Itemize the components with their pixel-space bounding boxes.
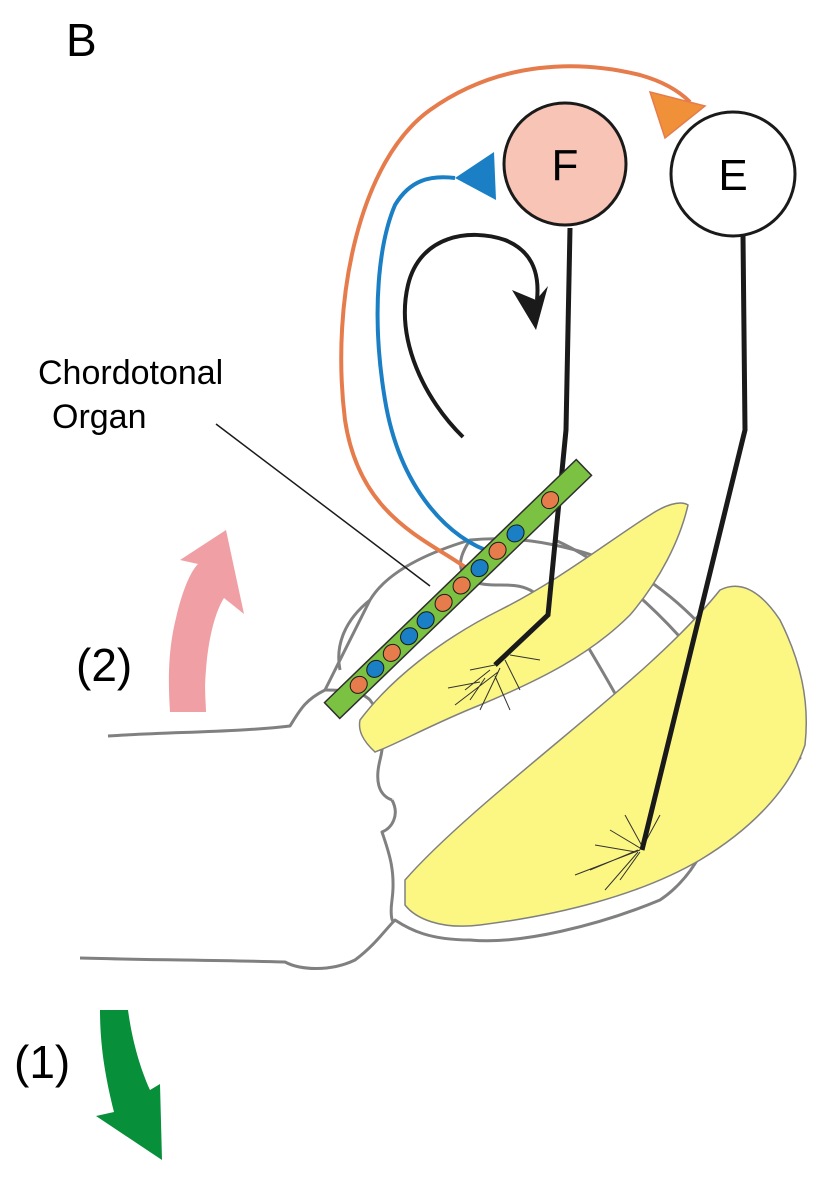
flexor-neuron-label: F [552, 141, 579, 190]
extensor-neuron-label: E [718, 151, 747, 200]
blue-sensory-pathway [378, 152, 496, 553]
blue-arrowhead [455, 152, 496, 200]
panel-label: B [66, 14, 97, 66]
step-label-2: (2) [76, 639, 132, 691]
black-feedback-arrow [405, 235, 548, 437]
extensor-neuron: E [671, 112, 795, 236]
pink-movement-arrow [169, 530, 244, 712]
black-arrowhead [512, 286, 548, 330]
green-movement-arrow [96, 1010, 162, 1160]
organ-label-line2: Organ [52, 398, 147, 436]
organ-label-line1: Chordotonal [38, 354, 223, 392]
flexor-neuron: F [504, 103, 626, 225]
step-label-1: (1) [14, 1036, 70, 1088]
